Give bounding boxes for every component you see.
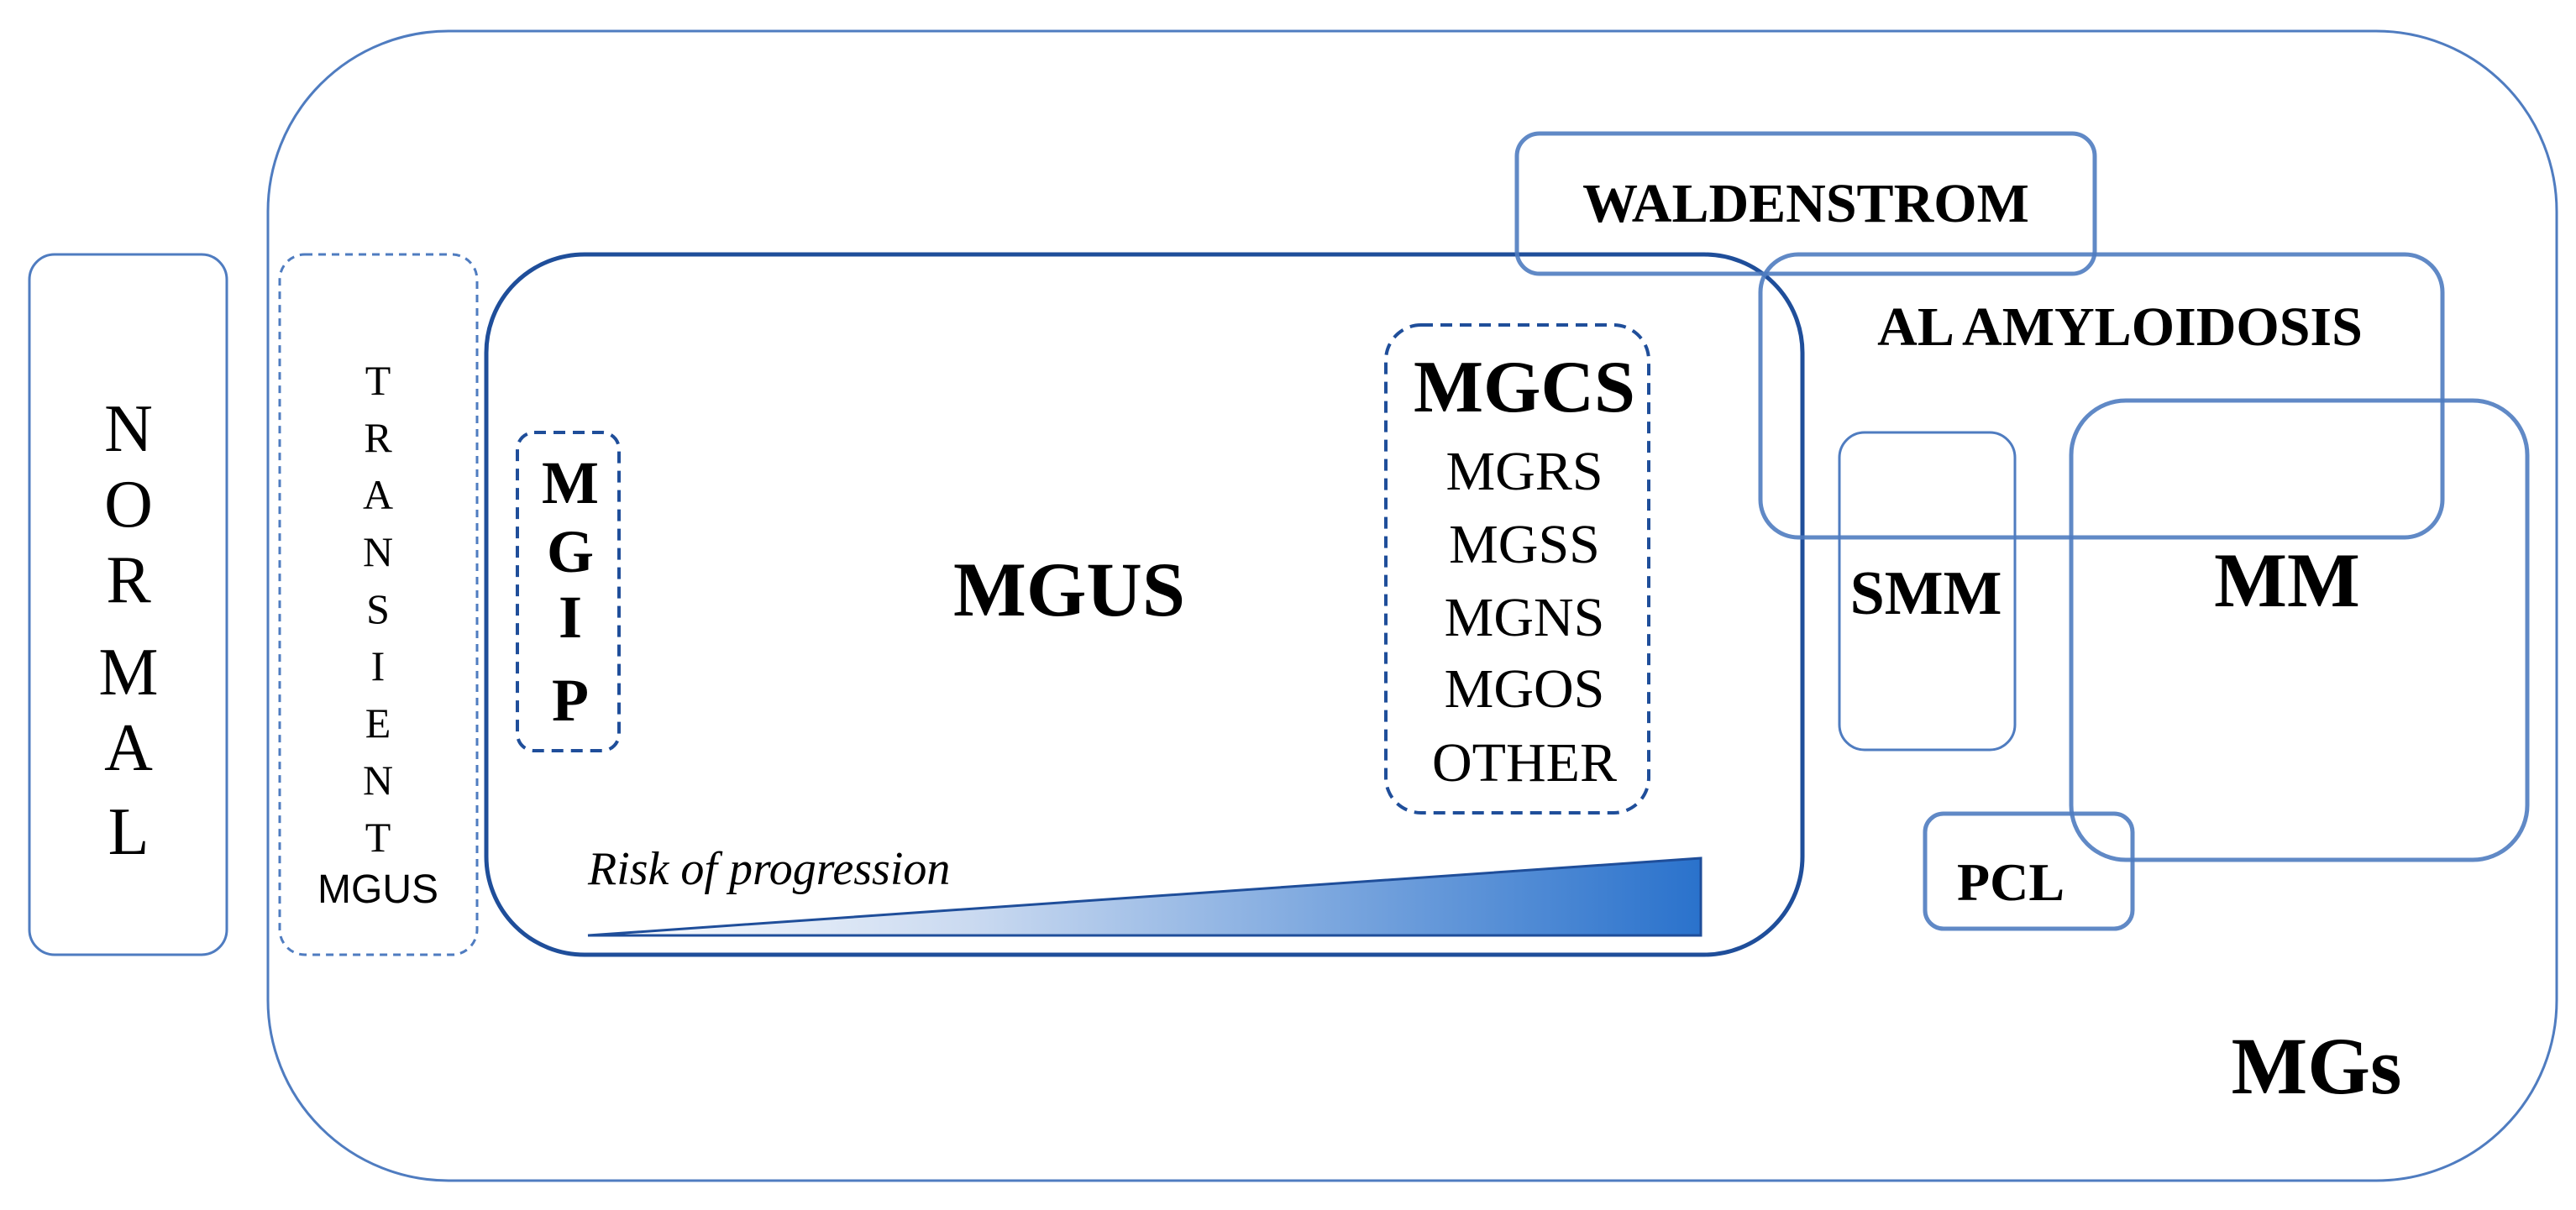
mgip-letter: G	[547, 518, 594, 585]
normal-letter: A	[104, 711, 153, 785]
mgip-box	[516, 431, 621, 752]
transient-letter: T	[365, 357, 391, 404]
waldenstrom-box	[1514, 131, 2097, 276]
transient-letter: N	[363, 757, 393, 804]
transient-letter: R	[364, 414, 392, 461]
mgip-label: M G I P	[542, 449, 599, 734]
normal-letter: N	[104, 392, 153, 466]
transient-label: T R A N S I E N T	[363, 357, 393, 861]
mgcs-items: MGRS MGSS MGNS MGOS OTHER	[1432, 441, 1617, 794]
al-amyloidosis-label: AL AMYLOIDOSIS	[1877, 296, 2363, 358]
risk-of-progression-label: Risk of progression	[587, 843, 950, 895]
mgip-letter: P	[552, 667, 589, 734]
waldenstrom-label: WALDENSTROM	[1582, 173, 2029, 234]
mgs-container	[266, 29, 2558, 1182]
normal-box	[28, 253, 228, 956]
normal-letter: R	[106, 543, 151, 617]
pcl-box	[1923, 811, 2135, 931]
mm-box	[2069, 398, 2530, 862]
mgip-letter: M	[542, 449, 599, 516]
smm-box	[1838, 431, 2017, 752]
mgcs-item: MGOS	[1445, 658, 1605, 720]
mgip-letter: I	[559, 584, 582, 651]
normal-letter: M	[98, 636, 158, 710]
mgus-box	[484, 252, 1805, 957]
transient-letter: T	[365, 814, 391, 861]
transient-letter: I	[371, 642, 386, 689]
risk-gradient-wedge	[587, 856, 1702, 937]
mgus-label: MGUS	[953, 547, 1185, 632]
mgcs-item: OTHER	[1432, 732, 1617, 794]
transient-letter: S	[366, 585, 390, 632]
transient-mgus-box	[278, 253, 479, 956]
transient-mgus-suffix: MGUS	[317, 867, 438, 912]
normal-letter: O	[104, 468, 153, 542]
mgcs-item: MGRS	[1445, 441, 1603, 502]
mm-label: MM	[2214, 537, 2360, 623]
mgcs-box	[1384, 323, 1650, 815]
mgcs-title: MGCS	[1414, 347, 1635, 428]
transient-letter: E	[365, 699, 391, 746]
mgs-label: MGs	[2232, 1021, 2402, 1111]
normal-letter: L	[108, 795, 150, 869]
transient-letter: N	[363, 528, 393, 575]
transient-letter: A	[363, 471, 393, 518]
pcl-label: PCL	[1957, 852, 2064, 912]
normal-label: N O R M A L	[98, 392, 158, 869]
al-amyloidosis-box	[1758, 252, 2445, 540]
mgcs-item: MGNS	[1445, 587, 1605, 648]
smm-label: SMM	[1850, 559, 2002, 628]
mgcs-item: MGSS	[1449, 514, 1600, 575]
